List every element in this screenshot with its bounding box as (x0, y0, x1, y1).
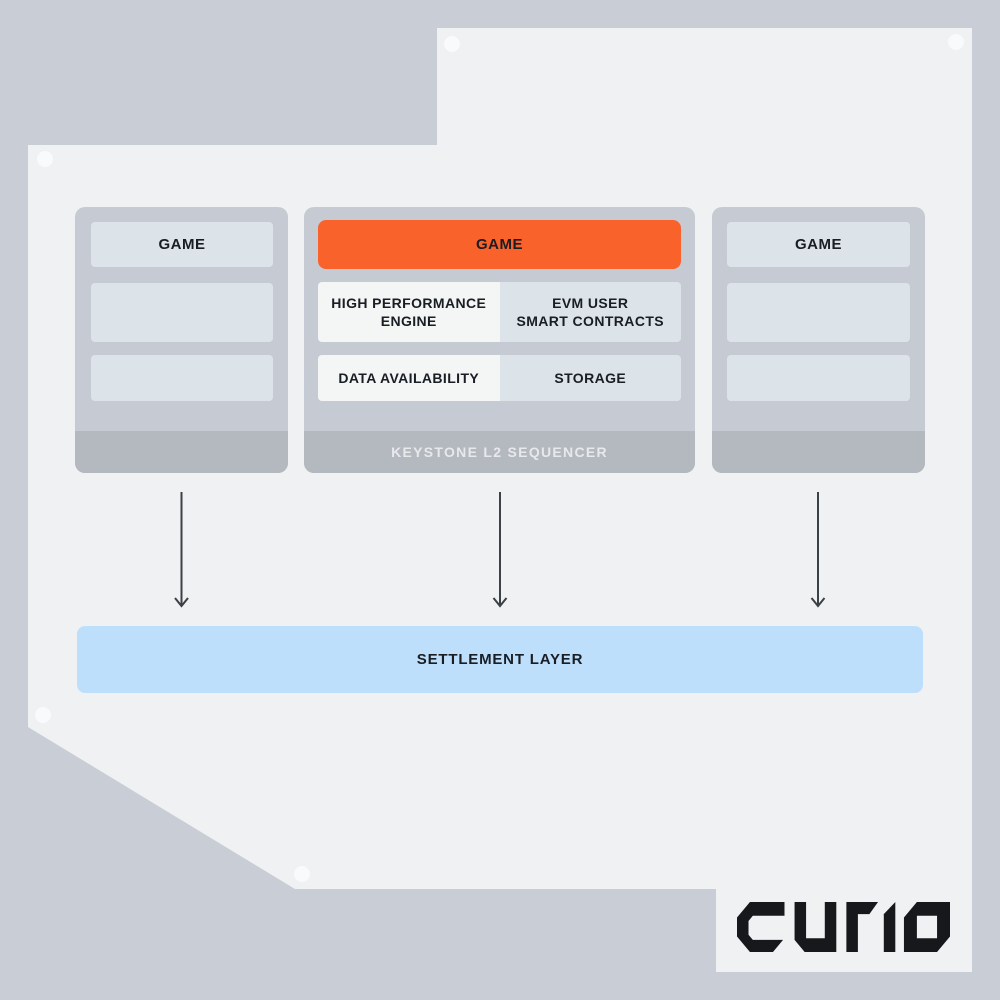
sequencer-strip-left (75, 431, 288, 473)
empty-cell (91, 355, 273, 401)
game-stack-right: GAME (712, 207, 925, 473)
empty-cell (727, 283, 910, 342)
evm-label-line1: EVM USER (552, 294, 629, 311)
game-cell: GAME (727, 222, 910, 267)
empty-cell (727, 355, 910, 401)
corner-dot (948, 34, 964, 50)
storage-cell: STORAGE (499, 355, 681, 401)
game-stack-left: GAME (75, 207, 288, 473)
settlement-layer-bar: SETTLEMENT LAYER (77, 626, 923, 693)
game-cell-highlighted: GAME (318, 220, 681, 269)
high-performance-engine-cell: HIGH PERFORMANCE ENGINE (318, 282, 500, 342)
keystone-sequencer-strip: KEYSTONE L2 SEQUENCER (304, 431, 695, 473)
evm-smart-contracts-cell: EVM USER SMART CONTRACTS (499, 282, 681, 342)
corner-dot (35, 707, 51, 723)
empty-cell (91, 283, 273, 342)
evm-label-line2: SMART CONTRACTS (516, 313, 665, 329)
corner-dot (294, 866, 310, 882)
engine-evm-row: HIGH PERFORMANCE ENGINE EVM USER SMART C… (318, 282, 681, 342)
data-availability-cell: DATA AVAILABILITY (318, 355, 500, 401)
corner-dot (444, 36, 460, 52)
game-stack-center: GAME HIGH PERFORMANCE ENGINE EVM USER SM… (304, 207, 695, 473)
game-cell: GAME (91, 222, 273, 267)
data-storage-row: DATA AVAILABILITY STORAGE (318, 355, 681, 401)
curio-logo (737, 902, 950, 952)
sequencer-strip-right (712, 431, 925, 473)
corner-dot (37, 151, 53, 167)
curio-wordmark-icon (737, 902, 950, 952)
engine-label-line2: ENGINE (380, 313, 437, 329)
engine-label-line1: HIGH PERFORMANCE (331, 294, 487, 311)
